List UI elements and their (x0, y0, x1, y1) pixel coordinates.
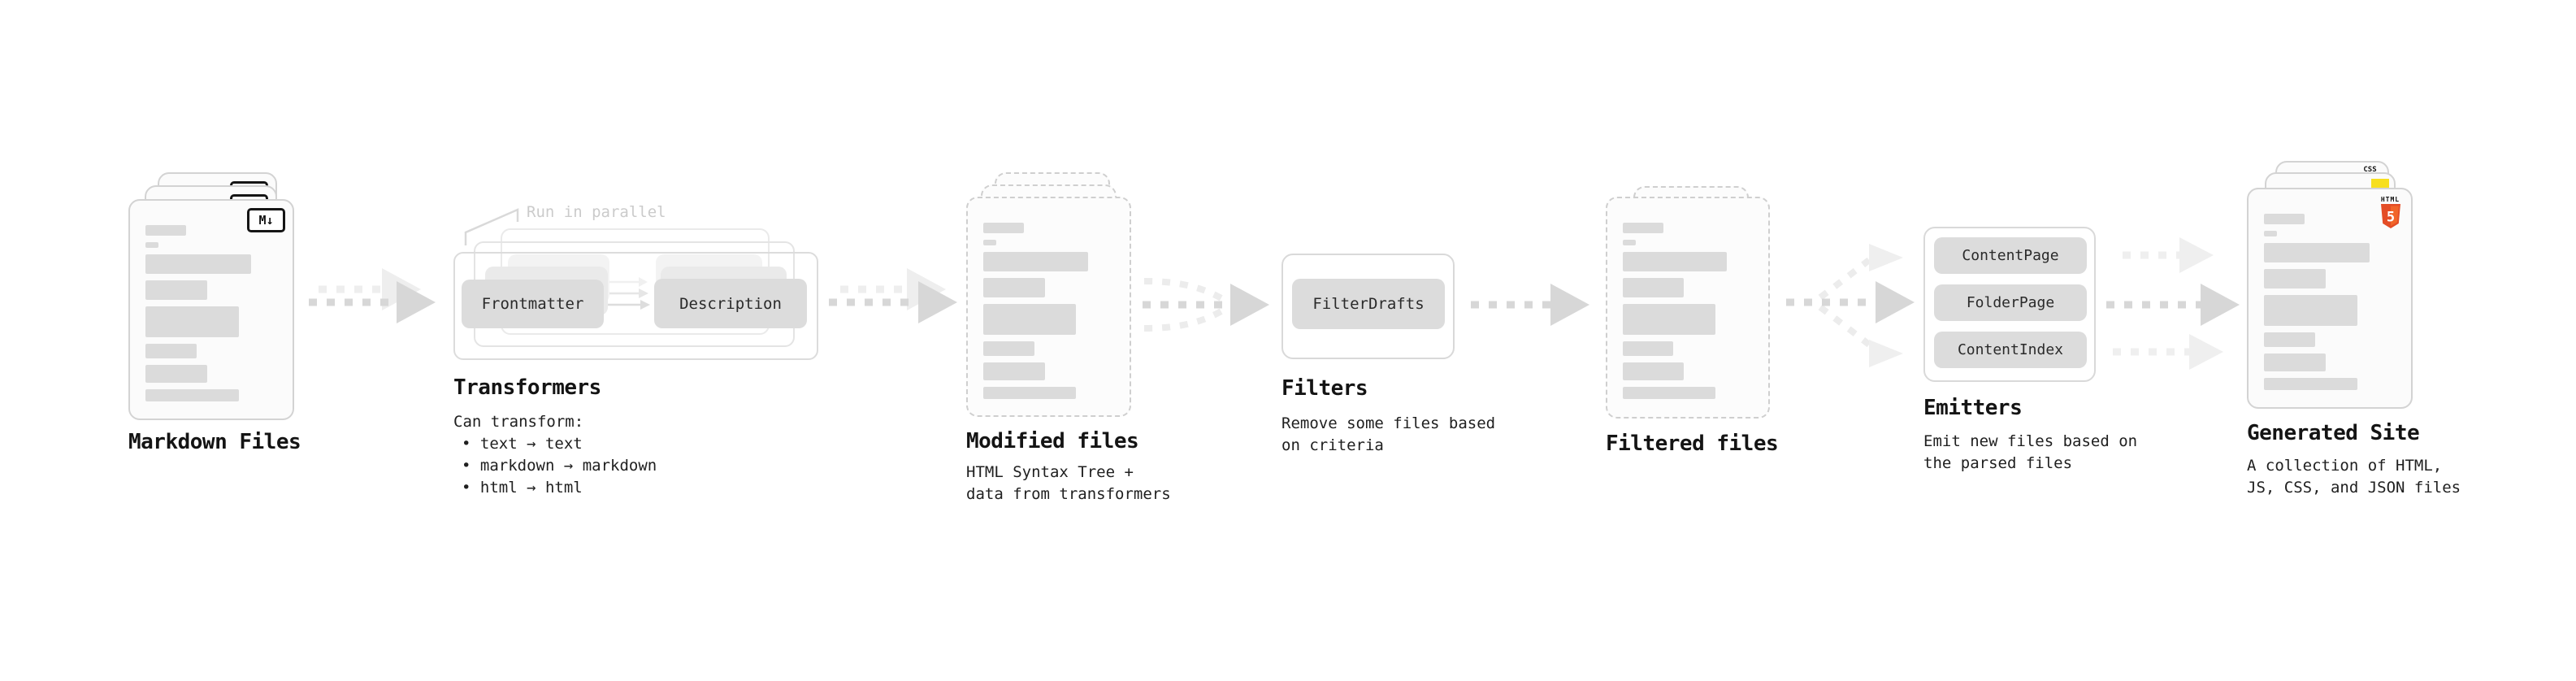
markdown-files-title: Markdown Files (128, 430, 301, 454)
modified-file-card-front (966, 197, 1131, 417)
folderpage-pill: FolderPage (1934, 284, 2087, 321)
description-line: the parsed files (1923, 454, 2073, 472)
filtered-file-card-front (1606, 197, 1770, 419)
skeleton-line (2264, 231, 2278, 236)
document-skeleton-lines (983, 223, 1114, 399)
skeleton-line (983, 362, 1045, 380)
description-line: on criteria (1281, 436, 1384, 454)
skeleton-line (1623, 223, 1663, 233)
transform-bullet: text → text (453, 433, 657, 455)
skeleton-line (2264, 269, 2327, 288)
transform-bullet: markdown → markdown (453, 455, 657, 477)
can-transform-heading: Can transform: (453, 413, 584, 431)
skeleton-line (145, 225, 187, 236)
description-line: data from transformers (966, 485, 1171, 503)
markdown-icon: M↓ (247, 208, 285, 232)
skeleton-line (145, 242, 159, 248)
transform-bullet: html → html (453, 477, 657, 499)
generated-site-title: Generated Site (2247, 421, 2420, 445)
skeleton-line (983, 223, 1024, 233)
skeleton-line (145, 344, 197, 358)
skeleton-line (2264, 243, 2370, 262)
skeleton-line (1623, 341, 1674, 356)
skeleton-line (983, 304, 1077, 335)
skeleton-line (983, 240, 997, 245)
transformers-title: Transformers (453, 375, 601, 400)
filterdrafts-pill: FilterDrafts (1292, 279, 1445, 329)
filtered-files-title: Filtered files (1606, 432, 1779, 456)
arrow-transformers-to-modified-icon (829, 268, 957, 323)
description-pill: Description (654, 279, 807, 328)
skeleton-line (145, 389, 240, 401)
skeleton-line (2264, 214, 2305, 224)
javascript-icon (2371, 179, 2389, 189)
arrow-filters-to-filtered-icon (1471, 284, 1589, 326)
run-in-parallel-annotation: Run in parallel (527, 203, 666, 221)
skeleton-line (983, 278, 1045, 297)
filters-title: Filters (1281, 376, 1368, 401)
generated-file-card-front: HTML 5 (2247, 188, 2413, 409)
html5-icon: HTML 5 (2379, 196, 2401, 232)
svg-text:5: 5 (2386, 210, 2394, 226)
html5-word: HTML (2380, 196, 2400, 203)
skeleton-line (145, 365, 208, 383)
markdown-file-card-front: M↓ (128, 199, 294, 420)
arrow-markdown-to-transformers-icon (309, 268, 436, 323)
skeleton-line (2264, 378, 2358, 390)
generated-site-description: A collection of HTML, JS, CSS, and JSON … (2247, 455, 2461, 499)
skeleton-line (1623, 304, 1715, 335)
skeleton-line (2264, 295, 2358, 326)
arrow-modified-to-filters-icon (1143, 278, 1269, 332)
skeleton-line (2264, 332, 2316, 347)
skeleton-line (1623, 252, 1727, 271)
arrow-emitters-to-generated-icon (2106, 237, 2240, 370)
description-line: JS, CSS, and JSON files (2247, 479, 2461, 497)
description-line: A collection of HTML, (2247, 457, 2443, 475)
document-skeleton-lines (1623, 223, 1753, 399)
frontmatter-pill: Frontmatter (462, 280, 604, 328)
html5-shield: 5 (2380, 204, 2400, 228)
emitters-title: Emitters (1923, 396, 2023, 420)
description-line: HTML Syntax Tree + (966, 463, 1134, 481)
skeleton-line (1623, 278, 1685, 297)
skeleton-line (983, 387, 1077, 399)
document-skeleton-lines (2264, 214, 2396, 390)
skeleton-line (983, 341, 1034, 356)
transformer-box-front (453, 252, 818, 360)
document-skeleton-lines (145, 225, 277, 401)
description-line: Emit new files based on (1923, 432, 2138, 450)
transformers-description: Can transform: text → text markdown → ma… (453, 411, 657, 499)
skeleton-line (1623, 240, 1636, 245)
filters-description: Remove some files based on criteria (1281, 413, 1495, 457)
arrow-filtered-to-emitters-icon (1786, 244, 1915, 367)
contentpage-pill: ContentPage (1934, 237, 2087, 274)
skeleton-line (145, 280, 208, 300)
modified-files-description: HTML Syntax Tree + data from transformer… (966, 462, 1171, 505)
skeleton-line (1623, 387, 1715, 399)
skeleton-line (145, 254, 251, 274)
modified-files-title: Modified files (966, 429, 1139, 453)
skeleton-line (1623, 362, 1685, 380)
skeleton-line (145, 306, 240, 337)
skeleton-line (983, 252, 1088, 271)
skeleton-line (2264, 354, 2327, 371)
css-label: CSS (2363, 166, 2377, 174)
contentindex-pill: ContentIndex (1934, 332, 2087, 368)
emitters-description: Emit new files based on the parsed files (1923, 431, 2137, 475)
description-line: Remove some files based (1281, 414, 1496, 432)
